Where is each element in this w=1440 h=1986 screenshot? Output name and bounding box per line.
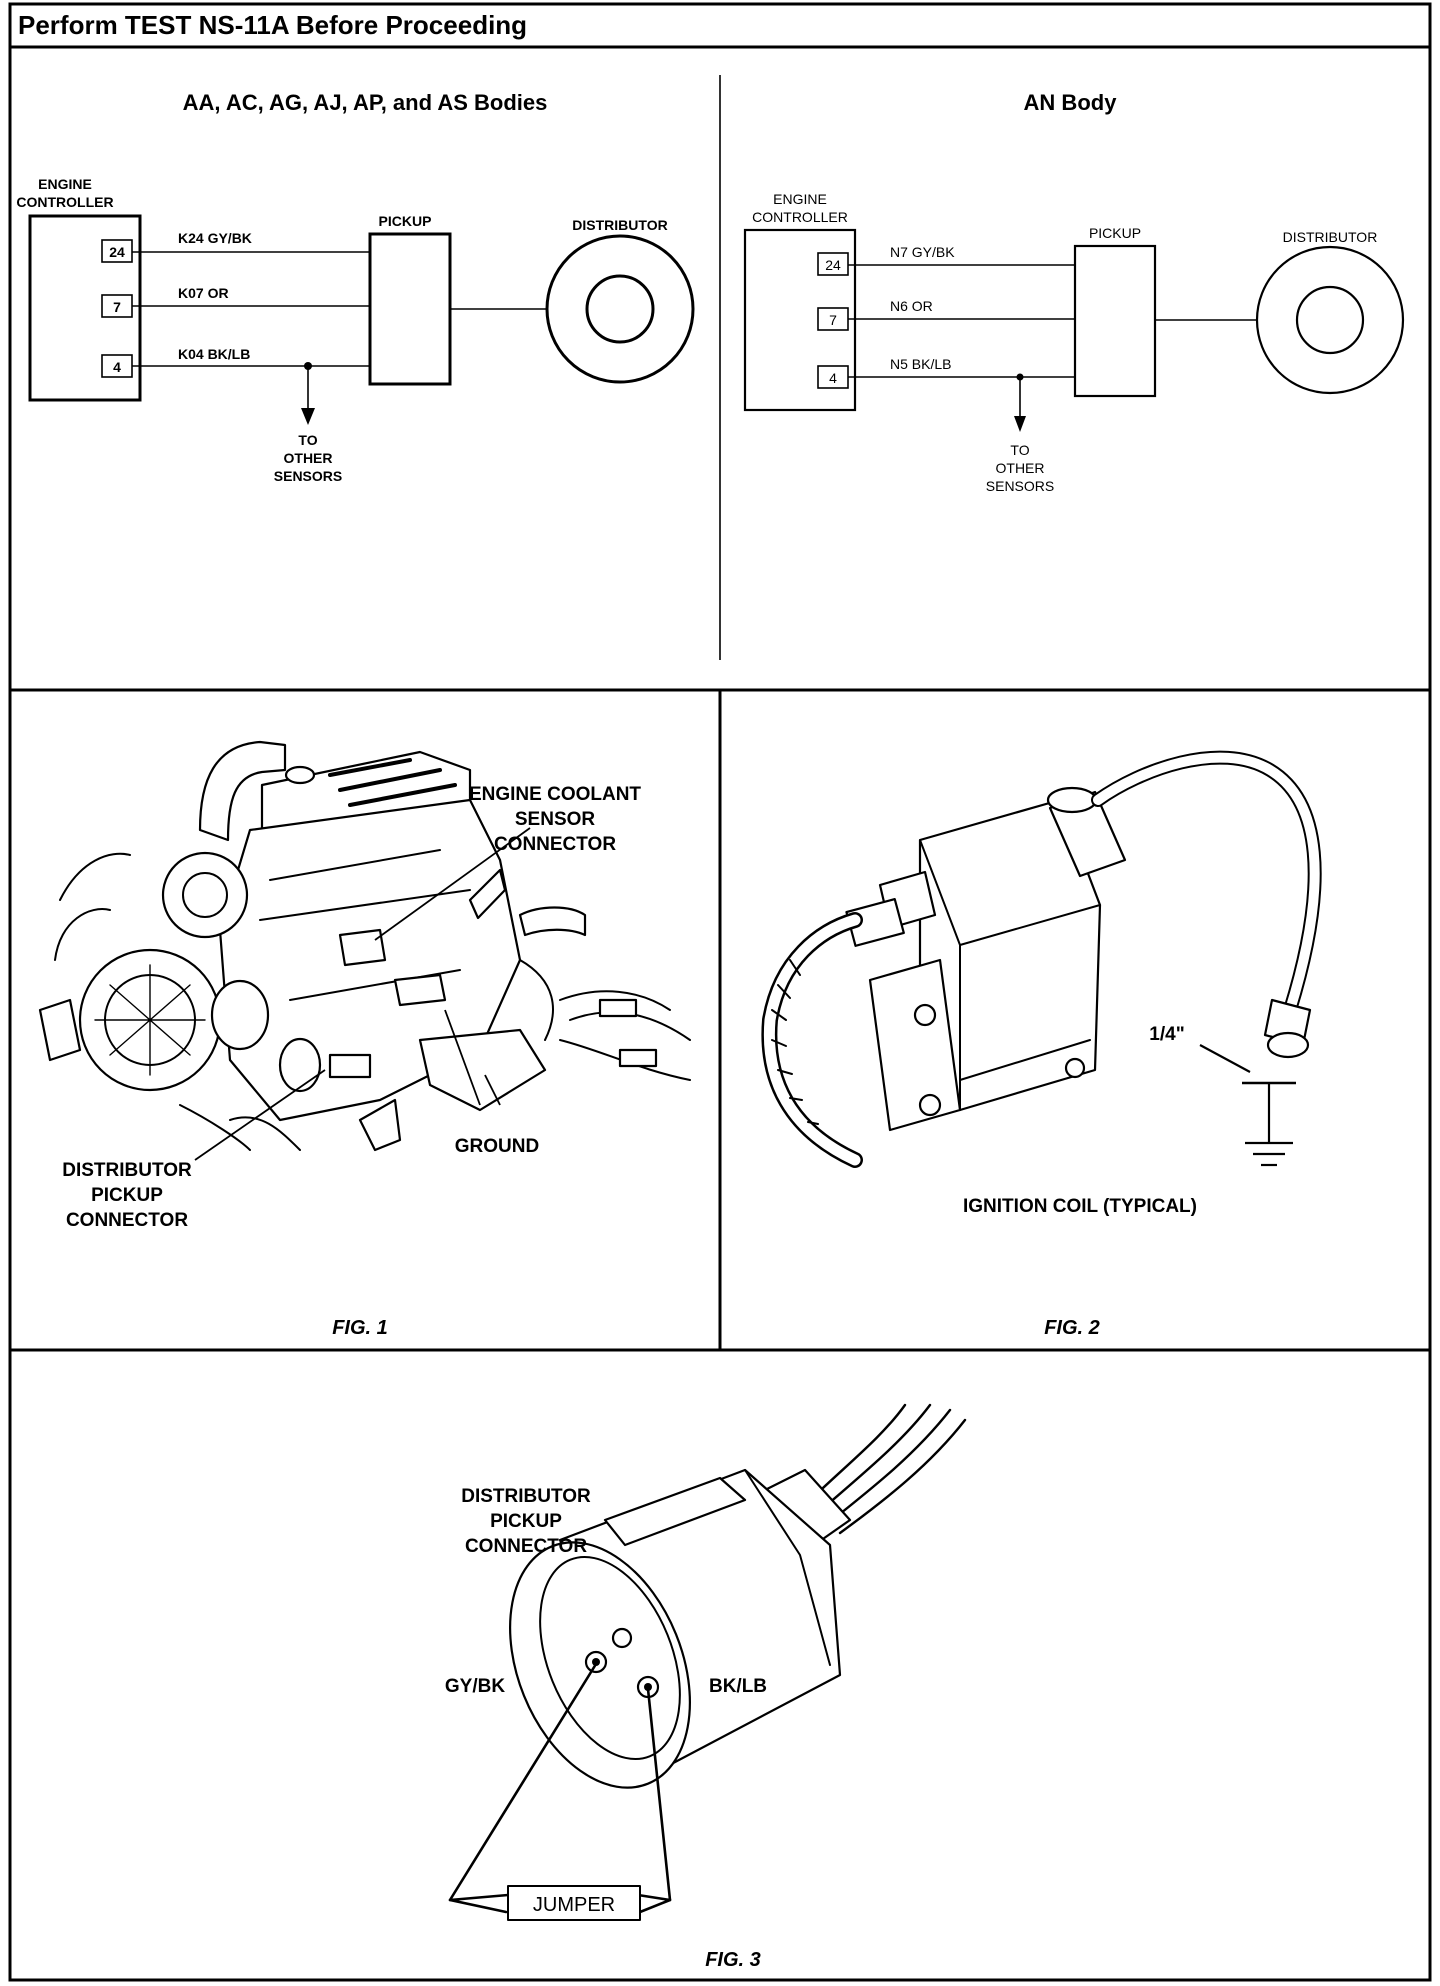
fig2-caption: FIG. 2 xyxy=(1044,1317,1100,1339)
fig1-pulley xyxy=(210,979,270,1051)
fig1-callout-pickup-1: DISTRIBUTOR xyxy=(62,1160,192,1181)
fig2-ignition-coil xyxy=(761,750,1322,1168)
left-arrow-down-icon xyxy=(301,408,315,425)
left-wire-label-k24: K24 GY/BK xyxy=(178,230,252,246)
fig3-connector-label-3: CONNECTOR xyxy=(465,1536,587,1557)
left-wire-label-k07: K07 OR xyxy=(178,285,229,301)
right-pickup-box xyxy=(1073,244,1157,398)
right-wire-label-n6: N6 OR xyxy=(890,298,933,314)
fig1-ground-bracket xyxy=(418,1028,547,1112)
fig1-callout-coolant-1: ENGINE COOLANT xyxy=(469,784,641,805)
left-schematic-heading: AA, AC, AG, AJ, AP, and AS Bodies xyxy=(183,90,548,115)
right-wire-label-n7: N7 GY/BK xyxy=(890,244,955,260)
right-distributor-inner xyxy=(1295,285,1365,355)
left-to-other-3: SENSORS xyxy=(274,468,342,484)
right-to-other-3: SENSORS xyxy=(986,478,1054,494)
fig3-jumper-label: JUMPER xyxy=(533,1894,615,1916)
fig3-caption: FIG. 3 xyxy=(705,1949,761,1971)
left-to-other-2: OTHER xyxy=(284,450,333,466)
fig1-oil-cap xyxy=(284,765,316,785)
right-pin-24: 24 xyxy=(825,257,841,273)
fig1-coolant-connector xyxy=(338,928,387,967)
fig1-caption: FIG. 1 xyxy=(332,1317,388,1339)
left-pin-24-box xyxy=(101,239,133,263)
fig1-intake-tube xyxy=(198,740,287,842)
right-controller-label-2: CONTROLLER xyxy=(752,209,848,225)
fig3-connector-label-2: PICKUP xyxy=(490,1511,562,1532)
right-pickup-label: PICKUP xyxy=(1089,225,1141,241)
fig3-locking-tab xyxy=(603,1476,747,1547)
left-engine-controller-box xyxy=(28,214,142,402)
fig2-gap-label: 1/4" xyxy=(1149,1024,1184,1045)
left-pickup-label: PICKUP xyxy=(379,213,432,229)
page-title: Perform TEST NS-11A Before Proceeding xyxy=(18,10,527,40)
right-controller-label-1: ENGINE xyxy=(773,191,827,207)
right-schematic: AN Body ENGINE CONTROLLER 24 7 4 N7 GY/B… xyxy=(743,90,1405,494)
fig3-pin-empty xyxy=(611,1627,633,1649)
right-pin-24-box xyxy=(817,252,849,276)
fig1-upper-hose xyxy=(518,906,587,937)
left-schematic: AA, AC, AG, AJ, AP, and AS Bodies ENGINE… xyxy=(16,90,695,484)
fig3-jumper-box xyxy=(507,1885,641,1921)
left-distributor-inner xyxy=(585,274,655,344)
fig3-connector-label-1: DISTRIBUTOR xyxy=(461,1486,591,1507)
fig3-right-pin-label: BK/LB xyxy=(709,1676,767,1697)
fig3-left-pin-label: GY/BK xyxy=(445,1676,505,1697)
right-pin-4: 4 xyxy=(829,370,837,386)
right-engine-controller-box xyxy=(743,228,857,412)
fig3-jumper-lead-left xyxy=(448,1662,598,1914)
right-distributor-label: DISTRIBUTOR xyxy=(1283,229,1378,245)
left-to-other-1: TO xyxy=(298,432,317,448)
page-frames xyxy=(8,2,1432,1982)
left-pin-4: 4 xyxy=(113,359,121,375)
right-schematic-heading: AN Body xyxy=(1024,90,1118,115)
fig1-callout-pickup-2: PICKUP xyxy=(91,1185,163,1206)
left-pickup-box xyxy=(368,232,452,386)
fig1-callout-ground: GROUND xyxy=(455,1136,539,1157)
fig1-pickup-connector xyxy=(328,1053,372,1079)
fig1-distributor xyxy=(278,1037,322,1093)
fig2-mount-bracket xyxy=(868,958,962,1132)
right-wire-label-n5: N5 BK/LB xyxy=(890,356,951,372)
right-to-other-1: TO xyxy=(1010,442,1029,458)
right-arrow-down-icon xyxy=(1014,416,1026,432)
left-pin-7: 7 xyxy=(113,299,121,315)
fig1-air-intake xyxy=(161,851,249,939)
fig1-callout-coolant-3: CONNECTOR xyxy=(494,834,616,855)
left-wire-label-k04: K04 BK/LB xyxy=(178,346,250,362)
right-to-other-2: OTHER xyxy=(996,460,1045,476)
right-distributor-outer xyxy=(1255,245,1405,395)
fig3-connector-illustration xyxy=(448,1403,967,1921)
right-pin-7: 7 xyxy=(829,312,837,328)
left-pin-24: 24 xyxy=(109,244,125,260)
fig1-callout-coolant-2: SENSOR xyxy=(515,809,596,830)
left-controller-label-1: ENGINE xyxy=(38,176,92,192)
fig1-callout-pickup-3: CONNECTOR xyxy=(66,1210,188,1231)
fig1-engine-illustration xyxy=(38,740,691,1161)
fig2-coil-label: IGNITION COIL (TYPICAL) xyxy=(963,1196,1197,1217)
left-distributor-outer xyxy=(545,234,695,384)
left-controller-label-2: CONTROLLER xyxy=(16,194,113,210)
left-distributor-label: DISTRIBUTOR xyxy=(572,217,667,233)
